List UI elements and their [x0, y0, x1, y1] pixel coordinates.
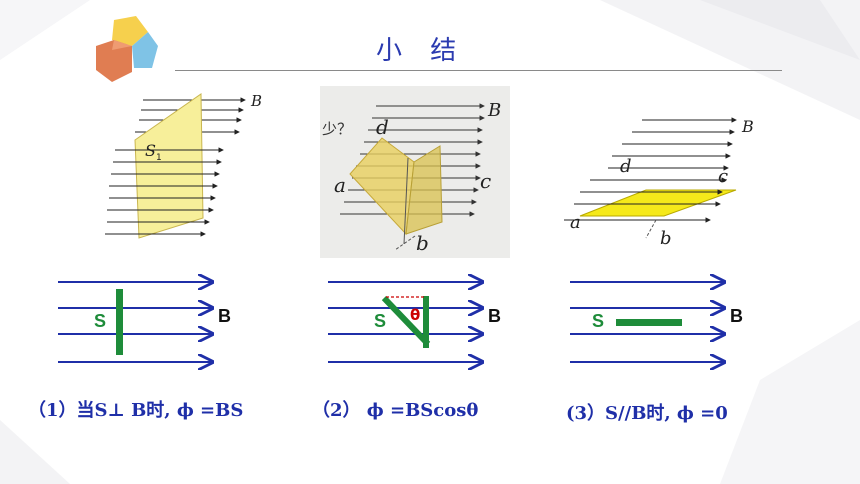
page-title: 小 结: [376, 36, 467, 66]
figure-parallel: B d c a b: [564, 117, 754, 249]
base-line: [645, 219, 657, 239]
label-s1: S: [145, 141, 156, 160]
field-lines-bottom: [564, 177, 727, 223]
label-b-field: B: [250, 92, 262, 110]
caption-angled: （2） ϕ =BScosθ: [312, 400, 479, 421]
label-b-point: b: [416, 231, 429, 255]
label-b-field: B: [741, 117, 754, 136]
label-d: d: [620, 156, 632, 177]
parallel-plate: [579, 189, 737, 217]
title-underline: [175, 70, 782, 71]
label-theta: θ: [410, 306, 420, 324]
diagram-perpendicular: S B: [58, 272, 231, 376]
label-c: c: [480, 169, 491, 193]
base-line: [394, 235, 416, 251]
label-s: S: [94, 311, 106, 331]
surface-bar: [616, 319, 682, 326]
figure-tilted: 少？ d a c b B: [320, 86, 510, 258]
field-lines-top: [608, 117, 737, 171]
label-d: d: [376, 115, 389, 139]
figure-perpendicular: B S 1: [105, 92, 262, 239]
field-lines-front: [105, 147, 224, 237]
label-s: S: [592, 311, 604, 331]
surface-bar: [116, 289, 123, 355]
label-a: a: [570, 212, 581, 233]
label-b-field: B: [487, 100, 501, 121]
field-arrows: [58, 282, 212, 362]
field-arrows: [570, 282, 724, 362]
logo-cubes: [96, 16, 158, 82]
label-question: 少？: [322, 120, 352, 138]
diagram-parallel: S B: [570, 272, 743, 376]
tilted-surface: [381, 295, 431, 347]
label-b: B: [488, 306, 501, 326]
diagram-angled: S θ B: [328, 272, 501, 376]
plane-s1: [134, 93, 204, 239]
hinge-axis: [403, 157, 409, 245]
label-b: B: [730, 306, 743, 326]
caption-parallel: (3）S//B时, ϕ =0: [566, 403, 728, 424]
label-b-point: b: [660, 228, 672, 249]
field-arrows: [328, 282, 482, 362]
caption-perpendicular: （1）当S⊥ B时, ϕ =BS: [28, 400, 244, 421]
label-a: a: [334, 173, 346, 197]
label-s1-sub: 1: [156, 153, 162, 163]
label-c: c: [718, 166, 728, 187]
vertical-plane: [405, 145, 443, 235]
label-s: S: [374, 311, 386, 331]
label-b: B: [218, 306, 231, 326]
